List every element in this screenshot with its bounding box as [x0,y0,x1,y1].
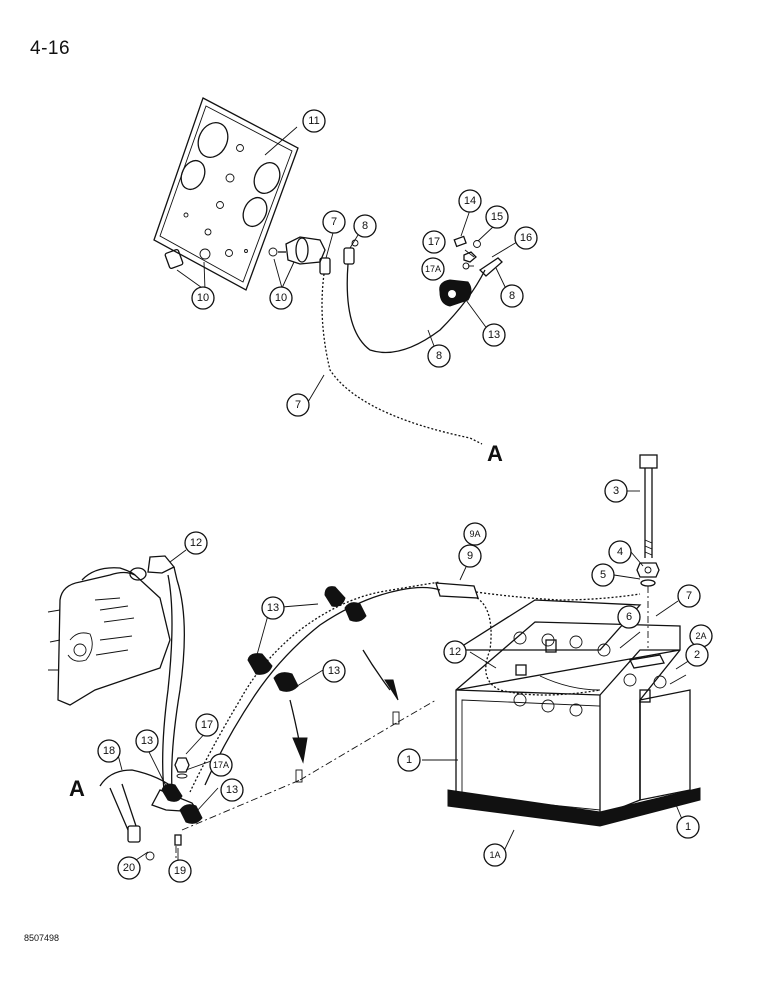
svg-text:4: 4 [617,546,623,558]
svg-text:13: 13 [488,329,500,341]
callout-7: 7 [677,584,701,608]
svg-text:12: 12 [190,537,202,549]
svg-text:10: 10 [275,292,287,304]
mounting-arrows [175,649,437,870]
positive-cable [189,581,641,793]
svg-text:13: 13 [141,735,153,747]
callout-1a: 1A [483,843,507,867]
svg-text:17A: 17A [425,264,441,274]
callout-2a: 2A [689,624,713,648]
callout-8: 8 [427,344,451,368]
callout-1: 1 [676,815,700,839]
svg-text:13: 13 [267,602,279,614]
callout-17a: 17A [421,257,445,281]
drawing-code: 8507498 [24,933,60,943]
callout-16: 16 [514,226,538,250]
callout-5: 5 [591,563,615,587]
svg-text:16: 16 [520,232,532,244]
callout-12: 12 [184,531,208,555]
svg-text:8: 8 [436,350,442,362]
svg-text:17: 17 [201,719,213,731]
ignition-switch-parts [164,236,326,269]
svg-text:9: 9 [467,550,473,562]
callout-7: 7 [322,210,346,234]
callout-13: 13 [261,596,285,620]
callout-18: 18 [97,739,121,763]
svg-text:13: 13 [226,784,238,796]
svg-text:10: 10 [197,292,209,304]
callout-17: 17 [195,713,219,737]
callout-17a: 17A [209,753,233,777]
callout-7: 7 [286,393,310,417]
svg-text:5: 5 [600,569,606,581]
svg-text:14: 14 [464,195,476,207]
svg-text:8: 8 [362,220,368,232]
svg-text:11: 11 [308,115,319,127]
starter-motor [47,567,171,706]
callout-15: 15 [485,205,509,229]
callout-10: 10 [191,286,215,310]
starter-cable [147,555,185,791]
svg-text:6: 6 [626,611,632,623]
terminal-hardware [439,235,503,307]
callout-4: 4 [608,540,632,564]
callout-6: 6 [617,605,641,629]
svg-text:3: 3 [613,485,619,497]
page-number: 4-16 [30,38,71,59]
section-mark-a-bottom: A [69,776,85,801]
callout-13: 13 [482,323,506,347]
svg-text:18: 18 [103,745,115,757]
callout-2: 2 [685,643,709,667]
svg-text:1: 1 [685,821,691,833]
callout-8: 8 [500,284,524,308]
leader-lines-top [176,126,518,403]
callout-12: 12 [443,640,467,664]
svg-text:2A: 2A [695,631,706,641]
terminal-leads-top [319,239,486,445]
svg-text:7: 7 [686,590,692,602]
svg-text:20: 20 [123,862,135,874]
svg-text:19: 19 [174,865,186,877]
svg-text:17: 17 [428,236,440,248]
callout-17: 17 [422,230,446,254]
svg-text:7: 7 [295,399,301,411]
svg-text:17A: 17A [213,760,229,770]
callout-20: 20 [117,856,141,880]
callout-19: 19 [168,859,192,883]
svg-text:1A: 1A [489,850,500,860]
cable-clips [161,586,367,824]
callout-9: 9 [458,544,482,568]
callout-10: 10 [269,286,293,310]
batteries [447,599,701,827]
callout-1: 1 [397,748,421,772]
callout-11: 11 [302,109,326,133]
svg-text:8: 8 [509,290,515,302]
callout-13: 13 [322,659,346,683]
callout-8: 8 [353,214,377,238]
callout-13: 13 [220,778,244,802]
svg-text:7: 7 [331,216,337,228]
svg-text:12: 12 [449,646,461,658]
section-mark-a-top: A [487,441,503,466]
svg-text:13: 13 [328,665,340,677]
svg-text:9A: 9A [469,529,480,539]
svg-text:1: 1 [406,754,412,766]
svg-text:15: 15 [491,211,503,223]
callout-3: 3 [604,479,628,503]
callout-9a: 9A [463,522,487,546]
callout-13: 13 [135,729,159,753]
instrument-panel [153,97,299,291]
hold-down-bolt [636,454,660,648]
svg-text:2: 2 [694,649,700,661]
callout-14: 14 [458,189,482,213]
